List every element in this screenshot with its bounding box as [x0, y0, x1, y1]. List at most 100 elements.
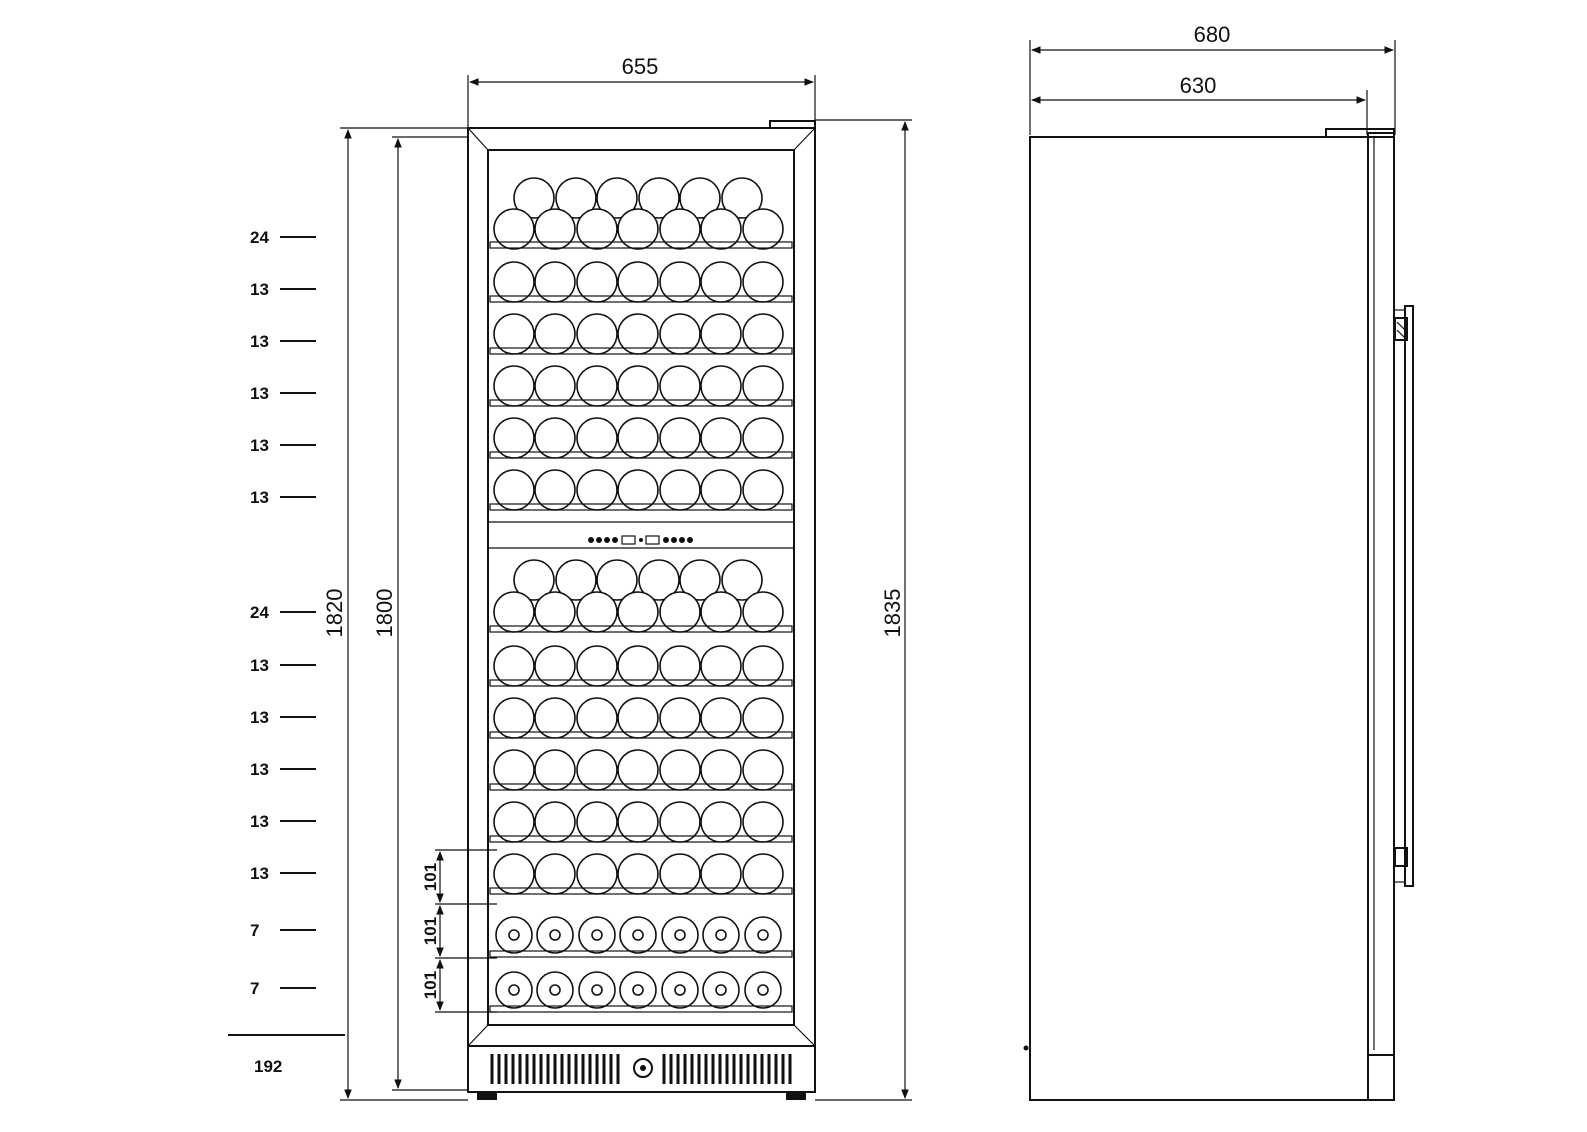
bottle-neck-icon	[549, 929, 561, 941]
foot-right	[786, 1092, 806, 1100]
foot-left	[477, 1092, 497, 1100]
bottle-icon	[638, 177, 680, 219]
bottle-neck-icon	[632, 929, 644, 941]
shelf-capacity-label: 24	[250, 228, 269, 247]
shelf-capacity-label: 24	[250, 603, 269, 622]
bottle-icon	[659, 208, 701, 250]
bottle-icon	[679, 559, 721, 601]
panel-button-icon	[604, 537, 610, 543]
bottle-neck-icon	[715, 984, 727, 996]
bottle-icon	[493, 208, 535, 250]
bottle-icon	[555, 559, 597, 601]
bottle-icon	[721, 177, 763, 219]
spacing-label: 101	[421, 917, 440, 945]
bottle-icon	[596, 177, 638, 219]
depth-680-label: 680	[1194, 22, 1231, 47]
bottle-icon	[721, 559, 763, 601]
shelf-rail	[489, 503, 793, 511]
bottle-icon	[700, 208, 742, 250]
shelf-capacity-label: 13	[250, 436, 269, 455]
spacing-label: 101	[421, 863, 440, 891]
top-hinge-side	[1325, 128, 1395, 138]
shelf-capacity-label: 13	[250, 488, 269, 507]
panel-button-icon	[612, 537, 618, 543]
shelf-rail	[489, 679, 793, 687]
bottle-icon	[742, 208, 784, 250]
shelf-rail	[489, 887, 793, 895]
bottle-icon	[679, 177, 721, 219]
door-frame	[487, 149, 795, 1026]
panel-button-icon	[671, 537, 677, 543]
bottle-neck-icon	[632, 984, 644, 996]
bottle-neck-icon	[715, 929, 727, 941]
bottle-neck-icon	[757, 984, 769, 996]
bottle-neck-icon	[757, 929, 769, 941]
shelf-capacity-label: 13	[250, 332, 269, 351]
bottle-neck-icon	[508, 984, 520, 996]
shelf-capacity-label: 13	[250, 760, 269, 779]
shelf-capacity-label: 13	[250, 708, 269, 727]
handle-bracket-bottom	[1394, 847, 1408, 867]
panel-button-icon	[588, 537, 594, 543]
handle-bracket-top	[1394, 317, 1408, 341]
shelf-rail	[489, 241, 793, 249]
bottle-neck-icon	[674, 984, 686, 996]
top-hinge	[769, 120, 816, 129]
height-1800-label: 1800	[372, 589, 397, 638]
shelf-capacity-label: 13	[250, 280, 269, 299]
kickplate	[467, 1045, 816, 1100]
height-1835-label: 1835	[880, 589, 905, 638]
shelf-capacity-labels: 24 13 13 13 13 13 24 13 13 13 13 13 7 7	[250, 228, 316, 998]
shelf-rail	[489, 451, 793, 459]
shelf-capacity-label: 13	[250, 812, 269, 831]
spacing-label: 101	[421, 971, 440, 999]
depth-630-label: 630	[1180, 73, 1217, 98]
panel-button-icon	[687, 537, 693, 543]
bottle-neck-icon	[549, 984, 561, 996]
ventilation-grille	[490, 1054, 792, 1084]
base-height-label: 192	[254, 1057, 282, 1076]
shelf-capacity-label: 7	[250, 979, 259, 998]
side-body	[1029, 136, 1369, 1101]
shelf-rail	[489, 1005, 793, 1013]
temperature-display	[621, 535, 636, 545]
bottle-icon	[534, 208, 576, 250]
bottle-icon	[596, 559, 638, 601]
bottle-neck-icon	[591, 984, 603, 996]
panel-button-icon	[596, 537, 602, 543]
width-label: 655	[622, 54, 659, 79]
bottle-icon	[555, 177, 597, 219]
height-1820-label: 1820	[322, 589, 347, 638]
shelf-capacity-label: 7	[250, 921, 259, 940]
bottle-icon	[513, 559, 555, 601]
side-bottom-panel	[1367, 1054, 1395, 1101]
bottle-neck-icon	[591, 929, 603, 941]
panel-button-icon	[663, 537, 669, 543]
shelf-capacity-label: 13	[250, 384, 269, 403]
bottle-icon	[513, 177, 555, 219]
shelf-rail	[489, 625, 793, 633]
control-panel	[488, 521, 794, 549]
front-view: 655	[228, 54, 912, 1101]
shelf-rail	[489, 950, 793, 958]
shelf-rail	[489, 835, 793, 843]
side-door	[1367, 132, 1395, 1056]
bottle-neck-icon	[674, 929, 686, 941]
panel-button-icon	[679, 537, 685, 543]
shelf-rail	[489, 783, 793, 791]
shelf-capacity-label: 13	[250, 656, 269, 675]
door-handle	[1404, 305, 1414, 887]
shelf-capacity-label: 13	[250, 864, 269, 883]
shelf-rail	[489, 731, 793, 739]
shelf-rail	[489, 399, 793, 407]
lock-icon	[633, 1058, 653, 1078]
bottle-icon	[617, 208, 659, 250]
temperature-display	[645, 535, 660, 545]
shelf-group	[489, 177, 793, 1013]
shelf-rail	[489, 295, 793, 303]
bottle-icon	[638, 559, 680, 601]
bottle-neck-icon	[508, 929, 520, 941]
bottle-icon	[576, 208, 618, 250]
shelf-spacing-dimensions: 101 101 101	[421, 849, 497, 1013]
